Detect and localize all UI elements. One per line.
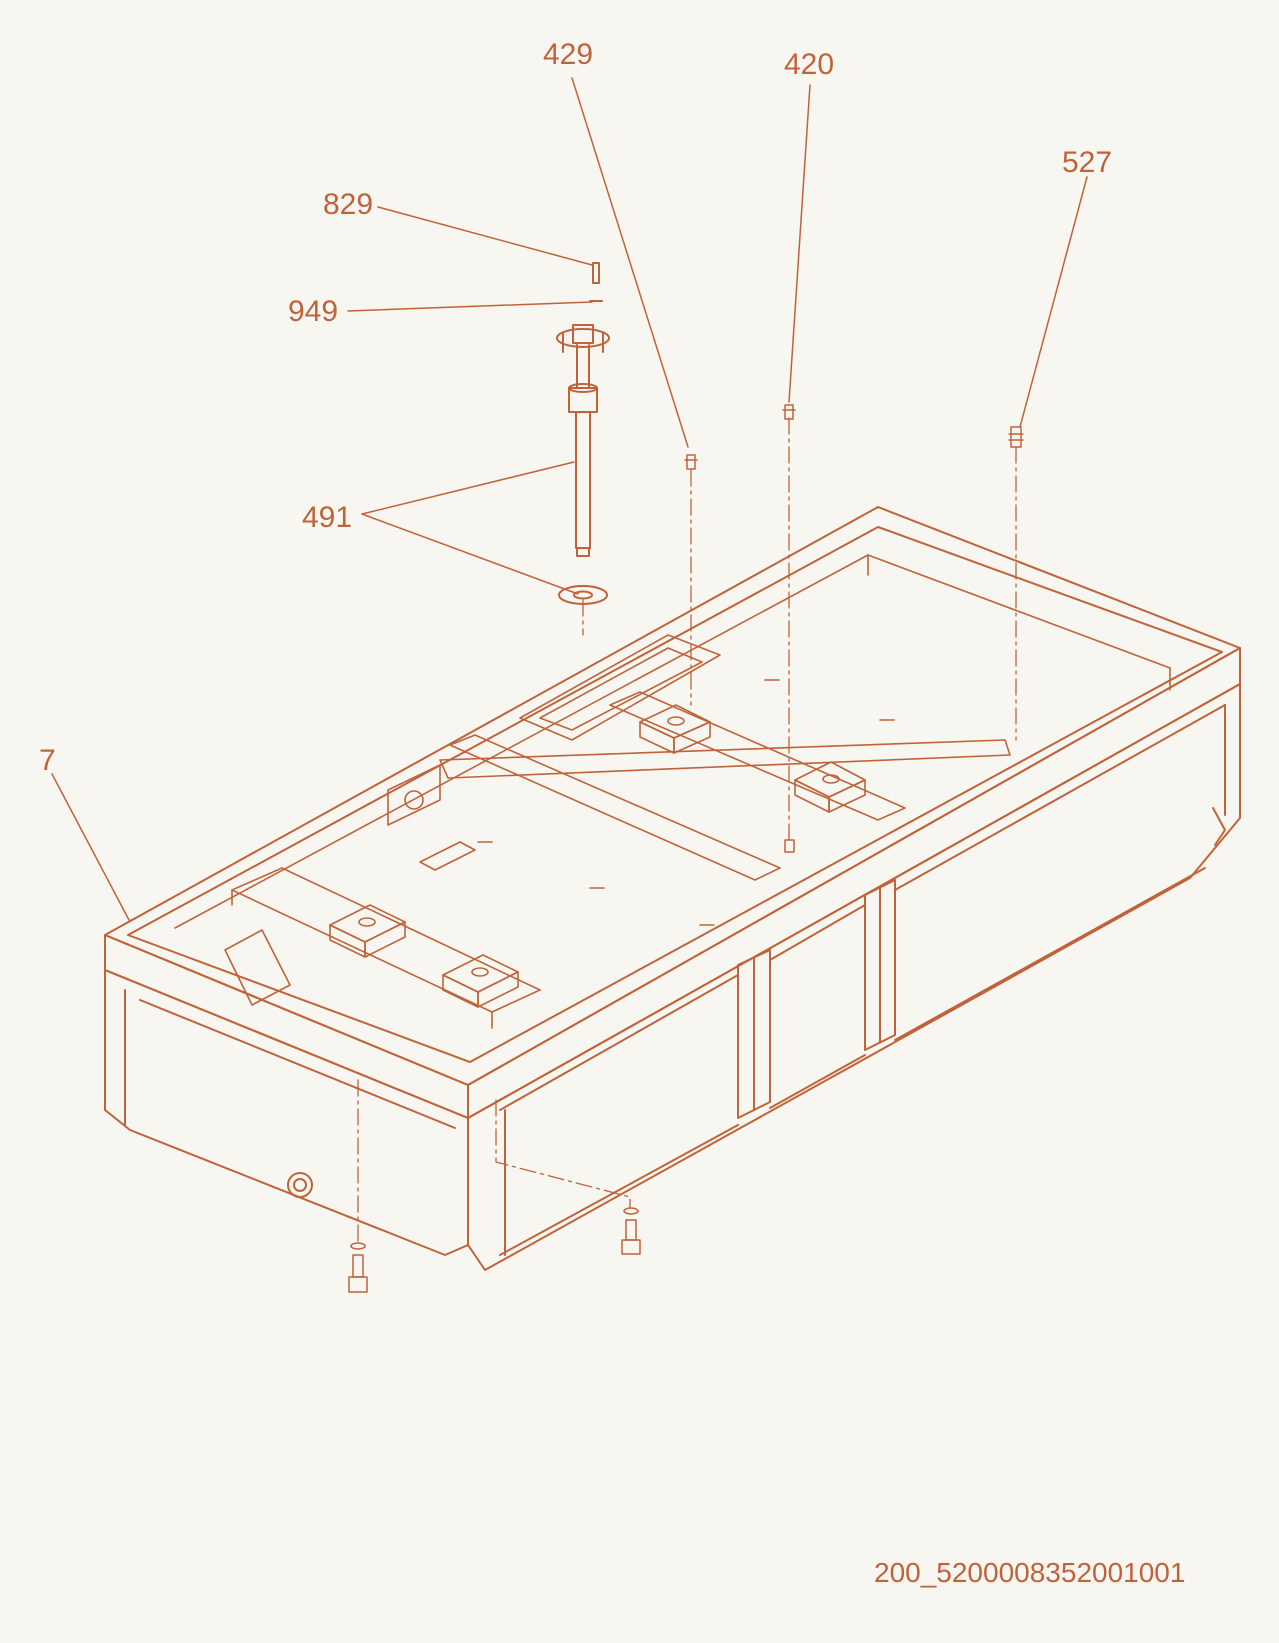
bolt-527 bbox=[1010, 426, 1022, 448]
leader-949 bbox=[347, 301, 593, 312]
leader-420 bbox=[788, 84, 811, 403]
callout-7: 7 bbox=[39, 744, 56, 777]
mounting-brackets bbox=[329, 704, 866, 1008]
assembly-centerlines bbox=[357, 417, 1017, 1244]
rail-bracket bbox=[387, 764, 441, 826]
callout-429: 429 bbox=[543, 38, 594, 71]
leader-lines bbox=[51, 77, 1088, 921]
cross-member-rear bbox=[609, 691, 906, 821]
callout-420: 420 bbox=[784, 48, 835, 81]
leader-7 bbox=[51, 773, 130, 921]
document-id: 200_5200008352001001 bbox=[874, 1557, 1186, 1588]
frame-top-rim bbox=[104, 506, 1241, 1086]
bolt-420 bbox=[784, 404, 794, 420]
stand-pipe-assembly bbox=[556, 262, 610, 605]
callout-949: 949 bbox=[288, 295, 339, 328]
nut-lower bbox=[784, 839, 795, 853]
leader-491-upper bbox=[361, 461, 575, 515]
fasteners bbox=[348, 404, 1024, 1293]
leader-429 bbox=[571, 77, 689, 448]
leader-527 bbox=[1019, 176, 1088, 428]
corner-plate bbox=[224, 929, 291, 1006]
cross-member-front bbox=[231, 867, 541, 1013]
callout-527: 527 bbox=[1062, 146, 1113, 179]
drain-plug bbox=[287, 1172, 313, 1198]
side-panel bbox=[467, 683, 1241, 1271]
screw-829 bbox=[592, 262, 600, 284]
leader-829 bbox=[377, 206, 593, 266]
end-panel bbox=[104, 969, 469, 1256]
bolt-429 bbox=[686, 454, 696, 470]
base-frame bbox=[104, 506, 1241, 1271]
front-rail bbox=[104, 934, 469, 1119]
callout-829: 829 bbox=[323, 188, 374, 221]
leader-491-lower bbox=[361, 513, 579, 595]
frame-interior bbox=[174, 554, 1171, 1029]
center-rail bbox=[439, 739, 1011, 779]
callout-491: 491 bbox=[302, 501, 353, 534]
cross-member-middle bbox=[449, 734, 781, 881]
tray bbox=[519, 634, 721, 741]
